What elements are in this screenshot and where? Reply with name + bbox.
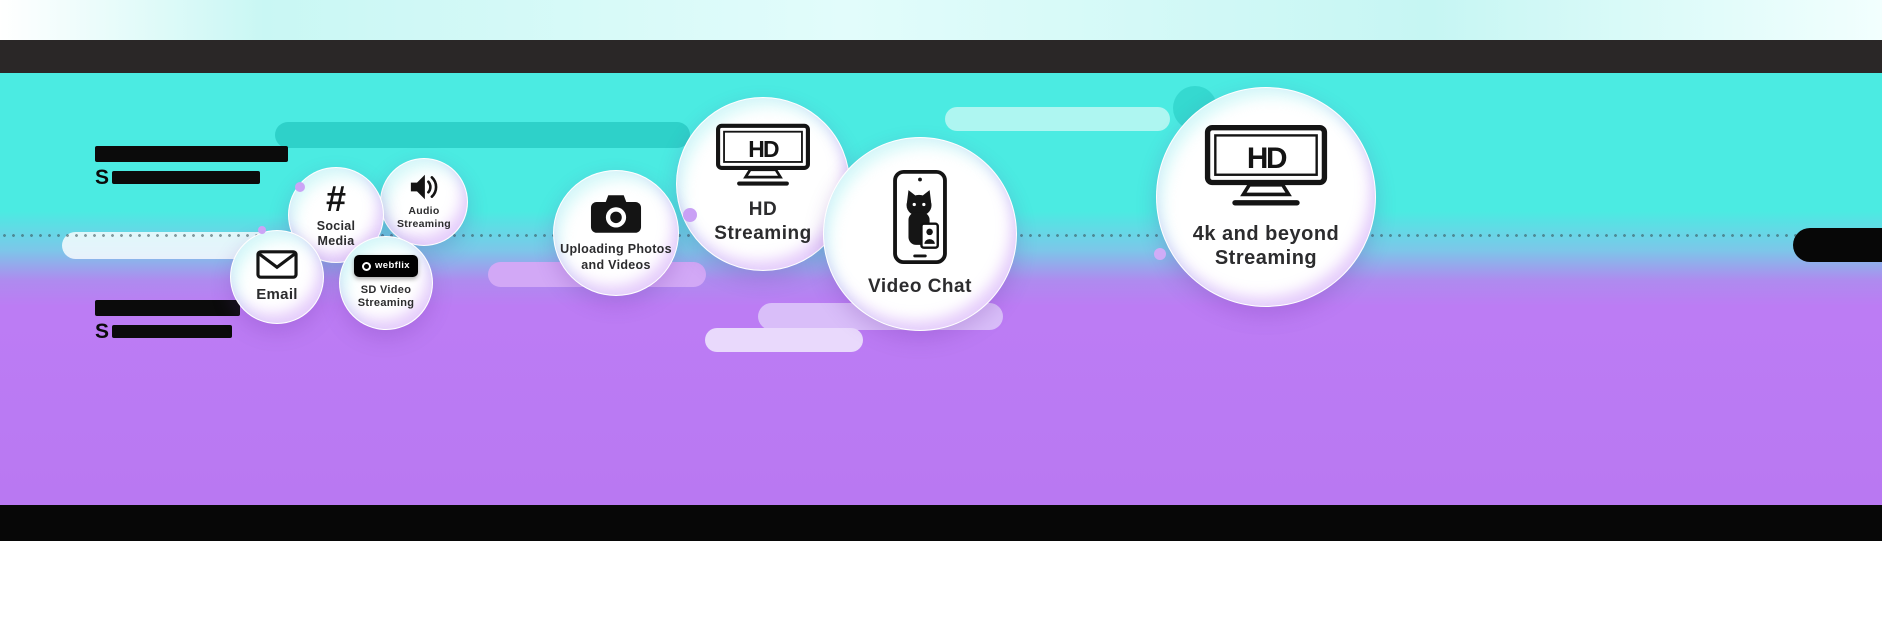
hashtag-icon: # <box>325 177 347 219</box>
bubble-4k-streaming: HD 4k and beyond Streaming <box>1156 87 1376 307</box>
redacted-text-bar <box>112 325 233 338</box>
speaker-icon <box>410 174 438 200</box>
bubble-label: Uploading Photos and Videos <box>560 242 672 272</box>
decor-dot <box>295 182 305 192</box>
right-edge-black-pill <box>1793 228 1882 262</box>
decor-pill-teal <box>275 122 690 148</box>
decor-dot <box>1154 248 1166 260</box>
redacted-text-bar <box>95 300 240 316</box>
bubble-video-chat: Video Chat <box>823 137 1017 331</box>
video-call-phone-icon <box>893 170 947 265</box>
redacted-letter-s: S <box>95 166 110 189</box>
bubble-email: Email <box>230 230 324 324</box>
redacted-text-bar <box>95 146 288 162</box>
webflix-wordmark: webflix <box>374 260 410 272</box>
redacted-text-bar <box>112 171 261 184</box>
decor-pill-lightcyan <box>945 107 1170 131</box>
hd-tv-icon: HD <box>716 124 810 186</box>
hd-tv-icon: HD <box>1204 124 1328 206</box>
decor-dot <box>258 226 266 234</box>
camera-icon <box>590 195 642 234</box>
footer-bar <box>0 505 1882 541</box>
envelope-icon <box>256 250 298 279</box>
redacted-letter-s: S <box>95 320 110 343</box>
bubble-sd-video-streaming: webflix SD Video Streaming <box>339 236 433 330</box>
header-bar <box>0 40 1882 73</box>
redacted-heading-1: S <box>95 146 288 188</box>
webflix-badge-icon: webflix <box>353 255 418 277</box>
top-strip <box>0 0 1882 40</box>
redacted-heading-2: S <box>95 300 240 342</box>
bubble-label: Audio Streaming <box>396 205 452 230</box>
tv-screen-hd-text: HD <box>1247 142 1287 175</box>
bubble-audio-streaming: Audio Streaming <box>380 158 468 246</box>
bubble-label: 4k and beyond Streaming <box>1192 222 1340 269</box>
bubble-label: Email <box>256 285 298 303</box>
bubble-label: SD Video Streaming <box>357 283 415 310</box>
bubble-label: Video Chat <box>868 276 972 298</box>
bubble-hd-streaming: HD HD Streaming <box>676 97 850 271</box>
decor-dot <box>683 208 697 222</box>
tv-screen-hd-text: HD <box>748 136 779 162</box>
decor-pill-lavender-3 <box>705 328 863 352</box>
bubble-uploading-photos: Uploading Photos and Videos <box>553 170 679 296</box>
webflix-play-icon <box>361 261 371 271</box>
bubble-label: Social Media <box>316 218 356 248</box>
bubble-label: HD Streaming <box>714 199 812 244</box>
